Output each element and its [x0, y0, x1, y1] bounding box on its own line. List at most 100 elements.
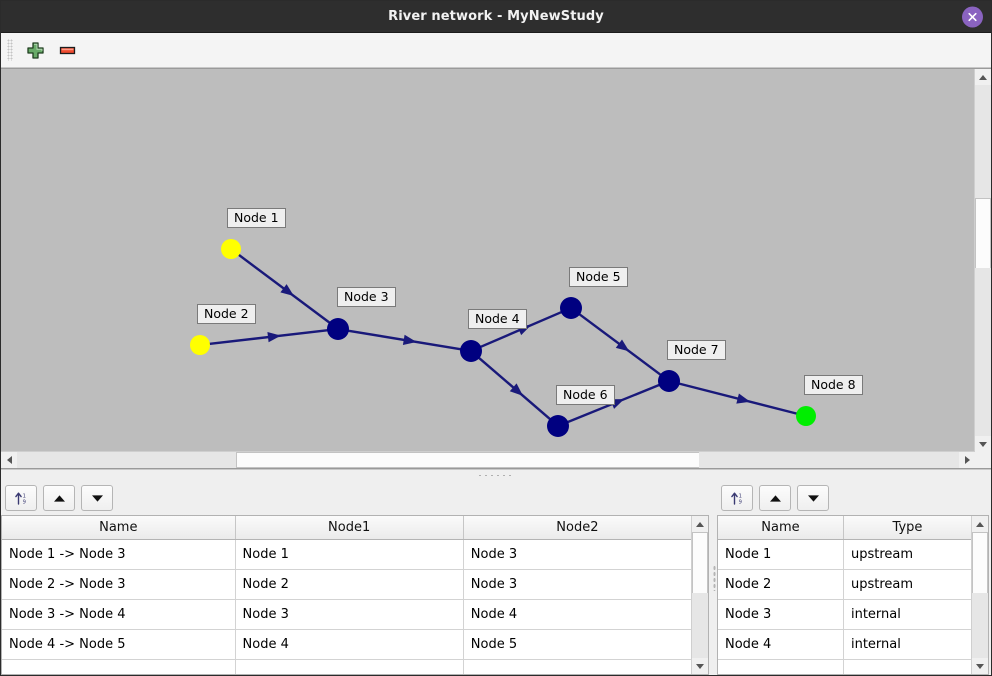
column-header-node1[interactable]: Node1 — [235, 516, 464, 540]
table-cell[interactable]: Node 2 — [235, 569, 464, 600]
chevron-up-icon — [979, 74, 987, 80]
column-header-name[interactable]: Name — [718, 516, 844, 540]
table-cell[interactable]: internal — [843, 599, 973, 630]
network-graph-canvas[interactable]: Node 1 Node 2 Node 3 Node 4 Node 5 Node 6 Node… — [1, 69, 975, 452]
table-cell[interactable] — [718, 659, 844, 674]
graph-node-label-node-4[interactable]: Node 4 — [468, 309, 527, 330]
graph-node-label-node-8[interactable]: Node 8 — [804, 375, 863, 396]
graph-node-label-node-5[interactable]: Node 5 — [569, 267, 628, 288]
table-cell[interactable]: Node 4 — [235, 629, 464, 660]
table-cell[interactable] — [463, 659, 693, 674]
close-icon — [968, 12, 977, 21]
nodes-table-vscrollbar[interactable] — [971, 516, 988, 674]
remove-node-button[interactable] — [53, 36, 81, 64]
reaches-table-vscrollbar[interactable] — [691, 516, 708, 674]
horizontal-splitter[interactable] — [1, 469, 991, 481]
table-cell[interactable]: Node 3 — [718, 599, 844, 630]
graph-node-node-8[interactable] — [796, 406, 816, 426]
reaches-move-up-button[interactable] — [43, 485, 75, 511]
canvas-hscrollbar[interactable] — [1, 451, 975, 468]
vertical-splitter[interactable] — [711, 481, 717, 675]
table-cell[interactable]: Node 1 — [235, 539, 464, 570]
graph-node-node-6[interactable] — [547, 415, 569, 437]
graph-node-node-3[interactable] — [327, 318, 349, 340]
graph-node-label-node-2[interactable]: Node 2 — [197, 304, 256, 325]
canvas-hscroll-thumb[interactable] — [236, 452, 701, 468]
canvas-vscroll-track-lower[interactable] — [975, 268, 991, 436]
reaches-vscroll-thumb[interactable] — [692, 532, 708, 595]
table-cell[interactable]: Node 3 -> Node 4 — [2, 599, 236, 630]
canvas-vscrollbar[interactable] — [974, 69, 991, 452]
column-header-type[interactable]: Type — [843, 516, 973, 540]
svg-text:9: 9 — [738, 499, 741, 505]
graph-node-node-1[interactable] — [221, 239, 241, 259]
nodes-move-up-button[interactable] — [759, 485, 791, 511]
reaches-sort-button[interactable]: 1 9 — [5, 485, 37, 511]
graph-node-node-5[interactable] — [560, 297, 582, 319]
table-cell[interactable]: Node 3 — [463, 569, 693, 600]
table-cell[interactable]: Node 4 — [718, 629, 844, 660]
table-cell[interactable] — [2, 659, 236, 674]
graph-edge-arrow — [280, 284, 294, 297]
graph-node-node-4[interactable] — [460, 340, 482, 362]
graph-node-label-node-1[interactable]: Node 1 — [227, 208, 286, 229]
graph-node-label-node-3[interactable]: Node 3 — [337, 287, 396, 308]
table-cell[interactable]: Node 3 — [235, 599, 464, 630]
add-plus-icon — [26, 41, 44, 59]
canvas-scroll-left-button[interactable] — [1, 452, 17, 468]
column-header-node2[interactable]: Node2 — [463, 516, 693, 540]
nodes-scroll-down-button[interactable] — [972, 658, 988, 674]
graph-node-label-node-6[interactable]: Node 6 — [556, 385, 615, 406]
table-row-empty[interactable] — [2, 659, 693, 674]
graph-node-label-node-7[interactable]: Node 7 — [667, 340, 726, 361]
canvas-scroll-corner — [975, 452, 991, 468]
close-button[interactable] — [962, 6, 983, 27]
canvas-hscroll-track-left[interactable] — [17, 452, 236, 468]
toolbar-grip[interactable] — [7, 39, 13, 61]
chevron-left-icon — [6, 456, 12, 464]
reaches-vscroll-track[interactable] — [692, 593, 708, 658]
table-cell[interactable] — [235, 659, 464, 674]
canvas-scroll-up-button[interactable] — [975, 69, 991, 85]
add-node-button[interactable] — [21, 36, 49, 64]
table-cell[interactable]: Node 2 -> Node 3 — [2, 569, 236, 600]
nodes-sort-button[interactable]: 1 9 — [721, 485, 753, 511]
graph-edge-arrow — [615, 339, 630, 352]
table-row-empty[interactable] — [718, 659, 973, 674]
canvas-scroll-down-button[interactable] — [975, 436, 991, 452]
table-cell[interactable]: Node 1 -> Node 3 — [2, 539, 236, 570]
table-cell[interactable]: internal — [843, 629, 973, 660]
table-cell[interactable]: upstream — [843, 569, 973, 600]
nodes-vscroll-track[interactable] — [972, 593, 988, 658]
graph-node-node-2[interactable] — [190, 335, 210, 355]
table-cell[interactable]: Node 4 -> Node 5 — [2, 629, 236, 660]
canvas-hscroll-track-right[interactable] — [699, 452, 975, 468]
nodes-scroll-up-button[interactable] — [972, 516, 988, 532]
canvas-vscroll-track-upper[interactable] — [975, 85, 991, 198]
table-cell[interactable]: Node 5 — [463, 629, 693, 660]
column-header-name[interactable]: Name — [2, 516, 236, 540]
table-cell[interactable]: Node 4 — [463, 599, 693, 630]
table-cell[interactable] — [843, 659, 973, 674]
table-cell[interactable]: Node 1 — [718, 539, 844, 570]
table-cell[interactable]: upstream — [843, 539, 973, 570]
canvas-scroll-right-button[interactable] — [959, 452, 975, 468]
canvas-vscroll-thumb[interactable] — [975, 198, 991, 270]
reaches-scroll-up-button[interactable] — [692, 516, 708, 532]
graph-node-node-7[interactable] — [658, 370, 680, 392]
nodes-move-down-button[interactable] — [797, 485, 829, 511]
reaches-move-down-button[interactable] — [81, 485, 113, 511]
reaches-scroll-down-button[interactable] — [692, 658, 708, 674]
table-cell[interactable]: Node 3 — [463, 539, 693, 570]
table-cell[interactable]: Node 2 — [718, 569, 844, 600]
nodes-vscroll-thumb[interactable] — [972, 532, 988, 595]
